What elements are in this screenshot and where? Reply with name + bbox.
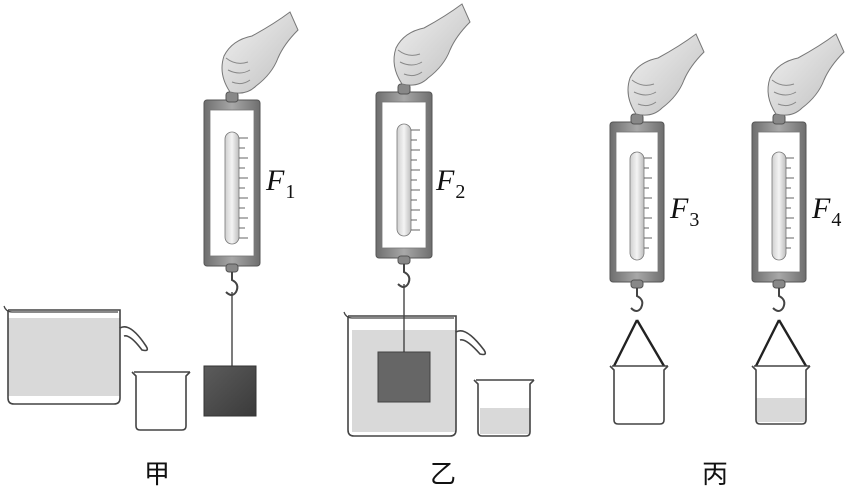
force-subscript: 2	[455, 181, 466, 203]
spring-scale-4	[751, 113, 807, 312]
force-label-f4: F4	[812, 192, 841, 231]
force-subscript: 3	[689, 209, 700, 231]
overflow-jug-1	[3, 305, 149, 405]
small-beaker-1	[131, 371, 191, 431]
force-label-f1: F1	[266, 164, 295, 203]
metal-block-1	[203, 365, 257, 417]
beaker-hanger-4	[754, 319, 808, 367]
hand-1	[221, 11, 299, 94]
small-beaker-4	[751, 365, 811, 425]
panel-label-yi: 乙	[430, 460, 457, 490]
force-label-f2: F2	[436, 164, 465, 203]
panel-label-jia: 甲	[144, 460, 171, 490]
spring-scale-2	[375, 83, 433, 288]
force-symbol: F	[436, 164, 455, 197]
small-beaker-2	[473, 379, 535, 437]
hand-4	[767, 33, 845, 116]
beaker-hanger-3	[612, 319, 666, 367]
hand-3	[627, 33, 705, 116]
force-label-f3: F3	[670, 192, 699, 231]
force-subscript: 4	[831, 209, 842, 231]
spring-scale-3	[609, 113, 665, 312]
force-symbol: F	[812, 192, 831, 225]
hand-2	[393, 3, 471, 86]
force-subscript: 1	[285, 181, 296, 203]
panel-label-bing: 丙	[702, 460, 729, 490]
force-symbol: F	[670, 192, 689, 225]
force-symbol: F	[266, 164, 285, 197]
spring-scale-1	[203, 91, 261, 296]
small-beaker-3	[609, 365, 669, 425]
metal-block-2	[377, 351, 431, 403]
